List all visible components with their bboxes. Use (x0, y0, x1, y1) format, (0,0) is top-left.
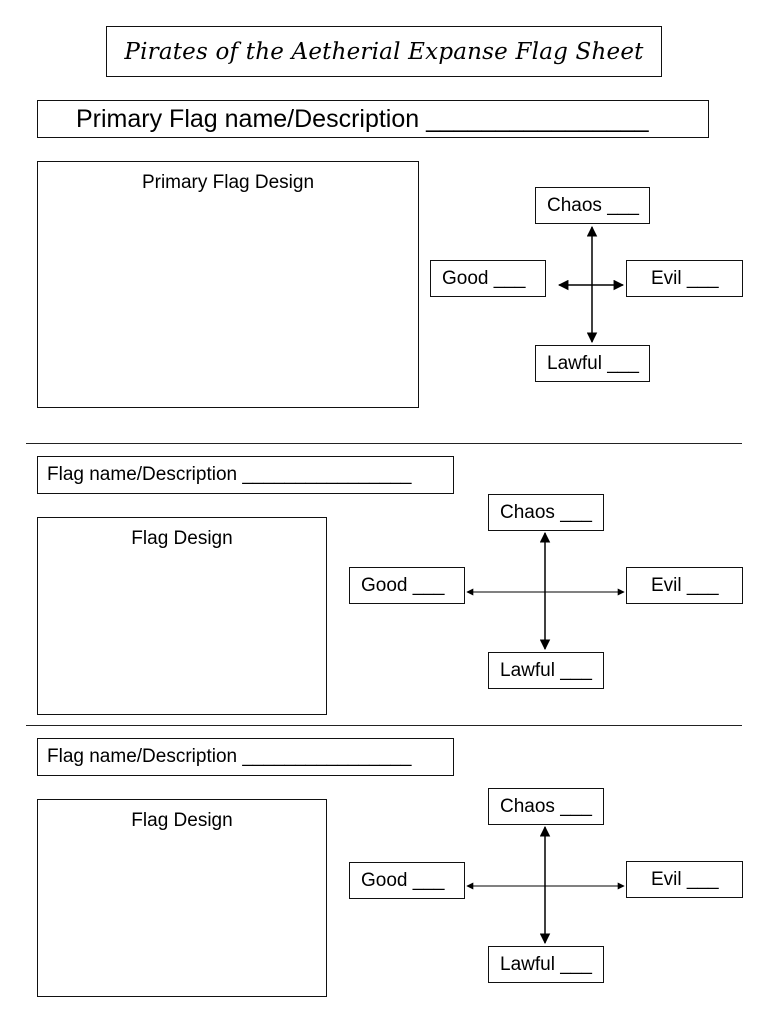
primary-flag-design-label: Primary Flag Design (141, 172, 315, 193)
flag-design-area[interactable]: Flag Design (37, 517, 327, 715)
good-field[interactable]: Good ___ (349, 567, 465, 604)
lawful-field[interactable]: Lawful ___ (488, 652, 604, 689)
flag-name-field[interactable]: Flag name/Description ________________ (37, 456, 454, 494)
primary-flag-name-field[interactable]: Primary Flag name/Description __________… (37, 100, 709, 138)
lawful-field[interactable]: Lawful ___ (488, 946, 604, 983)
chaos-field[interactable]: Chaos ___ (488, 788, 604, 825)
flag-design-label: Flag Design (131, 810, 233, 831)
primary-evil-field[interactable]: Evil ___ (626, 260, 743, 297)
section-divider (26, 725, 742, 726)
primary-chaos-field[interactable]: Chaos ___ (535, 187, 650, 224)
section-divider (26, 443, 742, 444)
evil-field[interactable]: Evil ___ (626, 861, 743, 898)
primary-flag-design-area[interactable]: Primary Flag Design (37, 161, 419, 408)
primary-good-field[interactable]: Good ___ (430, 260, 546, 297)
primary-lawful-field[interactable]: Lawful ___ (535, 345, 650, 382)
good-field[interactable]: Good ___ (349, 862, 465, 899)
flag-design-area[interactable]: Flag Design (37, 799, 327, 997)
sheet-title: Pirates of the Aetherial Expanse Flag Sh… (106, 26, 662, 77)
flag-design-label: Flag Design (131, 528, 233, 549)
evil-field[interactable]: Evil ___ (626, 567, 743, 604)
chaos-field[interactable]: Chaos ___ (488, 494, 604, 531)
flag-name-field[interactable]: Flag name/Description ________________ (37, 738, 454, 776)
